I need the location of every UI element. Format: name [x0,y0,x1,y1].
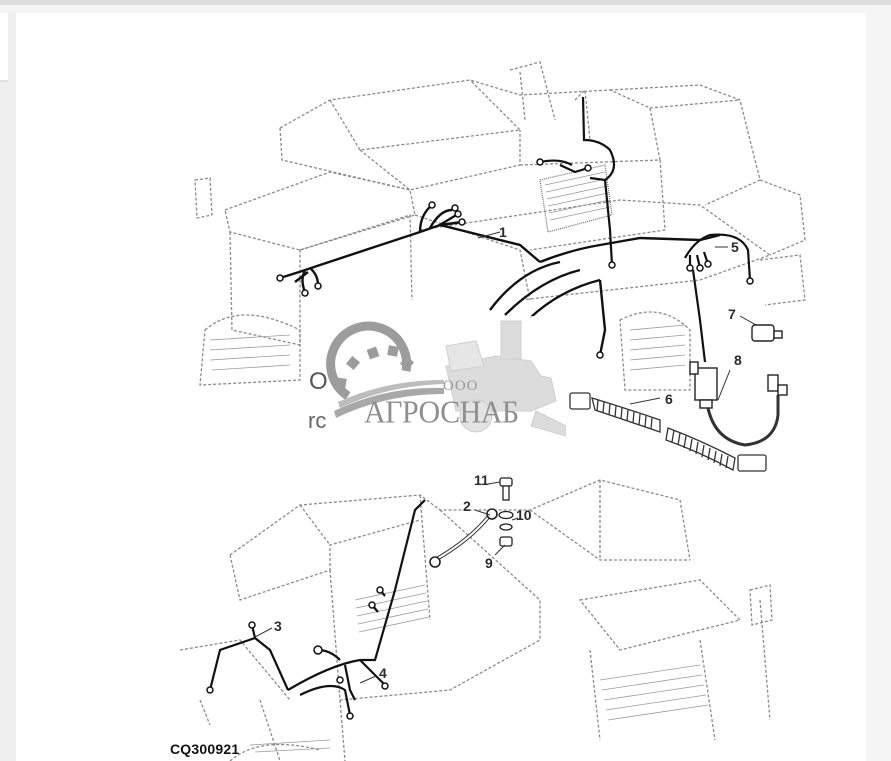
gear-combine-logo-icon [326,320,566,437]
watermark-company-name: АГРОСНАБ [364,395,519,430]
callout-6: 6 [661,388,683,410]
top-combine-outline [194,61,806,391]
bottom-combine-outline [179,479,773,761]
callout-7: 7 [724,303,746,325]
top-strip [0,5,891,13]
callout-10: 10 [512,504,534,526]
callout-3: 3 [274,618,282,634]
harness-upper-branch [539,96,616,266]
callout-2: 2 [463,498,471,514]
callout-1: 1 [495,221,517,243]
callout-11: 11 [470,469,492,491]
browser-top-bar [0,0,891,5]
callout-8: 8 [730,349,752,371]
connector-nodes-bottom [206,586,389,720]
callout-leaders-bottom [254,481,519,684]
harness-1 [279,204,721,356]
harness-3 [208,624,290,691]
harness-2 [429,508,498,568]
callout-5: 5 [731,239,739,255]
callout-leaders-top [477,231,766,405]
partial-text-fragment: rc [308,408,327,433]
connector-nodes [276,158,754,359]
harness-5 [684,233,752,363]
partial-text-fragment: O [309,368,328,395]
hardware-9-10-11 [498,477,514,547]
callout-9: 9 [481,552,503,574]
left-side-panel [0,13,8,82]
figure-id: CQ300921 [170,741,240,757]
top-combine-hatching [209,171,686,371]
right-scroll-gutter[interactable] [866,13,891,761]
part-6-coiled-harness [569,392,767,472]
watermark-prefix: ООО [443,378,479,394]
callout-4: 4 [379,665,387,681]
part-8-sensor [689,361,788,447]
harness-4 [287,499,426,716]
part-7-switch [751,324,783,342]
bottom-combine-hatching [249,584,709,753]
